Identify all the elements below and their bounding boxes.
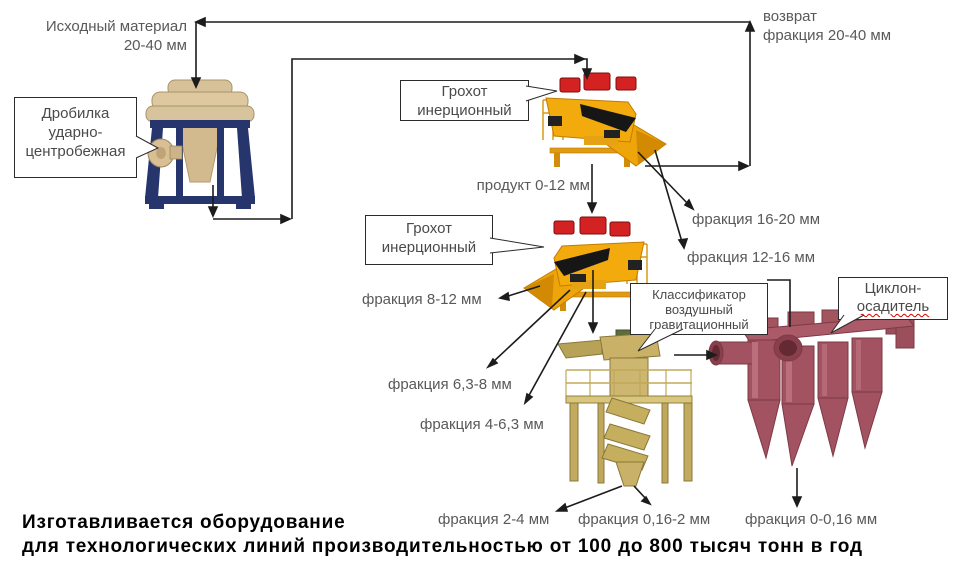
feed-material-line1: Исходный материал xyxy=(45,18,187,35)
callout-screen1-line1: Грохот xyxy=(441,83,488,100)
product-0-12-label: продукт 0-12 мм xyxy=(476,177,590,194)
callout-classifier-line3: гравитационный xyxy=(649,317,749,332)
arrow-classifier-to-cyclone xyxy=(674,349,718,361)
return-line2: фракция 20-40 мм xyxy=(763,27,892,44)
fraction-016-2-label: фракция 0,16-2 мм xyxy=(578,511,711,528)
arrow-screen2-to-classifier xyxy=(587,270,599,334)
fraction-63-8-label: фракция 6,3-8 мм xyxy=(388,376,512,393)
callout-crusher-line1: Дробилка xyxy=(41,105,110,122)
fraction-4-63-label: фракция 4-6,3 мм xyxy=(420,416,544,433)
fraction-8-12-label: фракция 8-12 мм xyxy=(362,291,482,308)
callout-crusher: Дробилка ударно- центробежная xyxy=(14,97,137,178)
callout-screen1: Грохот инерционный xyxy=(400,80,529,121)
arrow-fraction-2-4 xyxy=(554,485,623,512)
footer-line1: Изготавливается оборудование xyxy=(22,512,346,533)
callout-crusher-line2: ударно- xyxy=(48,124,103,141)
footer-text: Изготавливается оборудование для техноло… xyxy=(22,511,863,559)
callout-screen1-line2: инерционный xyxy=(417,102,512,119)
screen1-image xyxy=(542,72,667,168)
callout-cyclone-line2: осадитель xyxy=(856,298,930,315)
callout-screen2-line2: инерционный xyxy=(381,239,477,256)
callout-classifier-line2: воздушный xyxy=(665,302,733,317)
feed-material-line2: 20-40 мм xyxy=(123,37,187,54)
callout-cyclone-line1: Циклон- xyxy=(864,280,922,297)
callout-screen2-line1: Грохот xyxy=(405,220,452,237)
arrow-fraction-4-63 xyxy=(523,291,587,406)
callout-crusher-line3: центробежная xyxy=(25,143,126,160)
classifier-image xyxy=(557,329,693,487)
fraction-0-016-label: фракция 0-0,16 мм xyxy=(745,511,878,528)
callout-screen1-pointer xyxy=(525,85,558,102)
return-fraction-label: возврат фракция 20-40 мм xyxy=(763,7,891,45)
fraction-16-20-label: фракция 16-20 мм xyxy=(692,211,821,228)
arrow-fraction-016-2 xyxy=(633,485,652,506)
callout-screen2: Грохот инерционный xyxy=(365,215,493,265)
callout-screen2-pointer xyxy=(489,237,545,254)
arrow-fraction-16-20 xyxy=(637,151,695,211)
arrow-fraction-12-16 xyxy=(654,149,689,250)
fraction-2-4-label: фракция 2-4 мм xyxy=(438,511,550,528)
arrow-fraction-8-12 xyxy=(497,285,541,302)
classifier-cyclone-connector-line xyxy=(767,279,791,327)
callout-cyclone: Циклон- осадитель xyxy=(838,277,948,320)
fraction-12-16-label: фракция 12-16 мм xyxy=(687,249,816,266)
feed-material-label: Исходный материал 20-40 мм xyxy=(27,17,187,55)
callout-crusher-pointer xyxy=(135,135,160,159)
return-line1: возврат xyxy=(763,8,818,25)
callout-classifier-line1: Классификатор xyxy=(652,287,746,302)
crusher-image xyxy=(145,79,255,209)
screen2-image xyxy=(523,216,648,312)
footer-line2: для технологических линий производительн… xyxy=(22,536,863,557)
arrow-fraction-0-016 xyxy=(791,468,803,508)
arrow-fraction-63-8 xyxy=(485,289,571,369)
callout-classifier: Классификатор воздушный гравитационный xyxy=(630,283,768,335)
